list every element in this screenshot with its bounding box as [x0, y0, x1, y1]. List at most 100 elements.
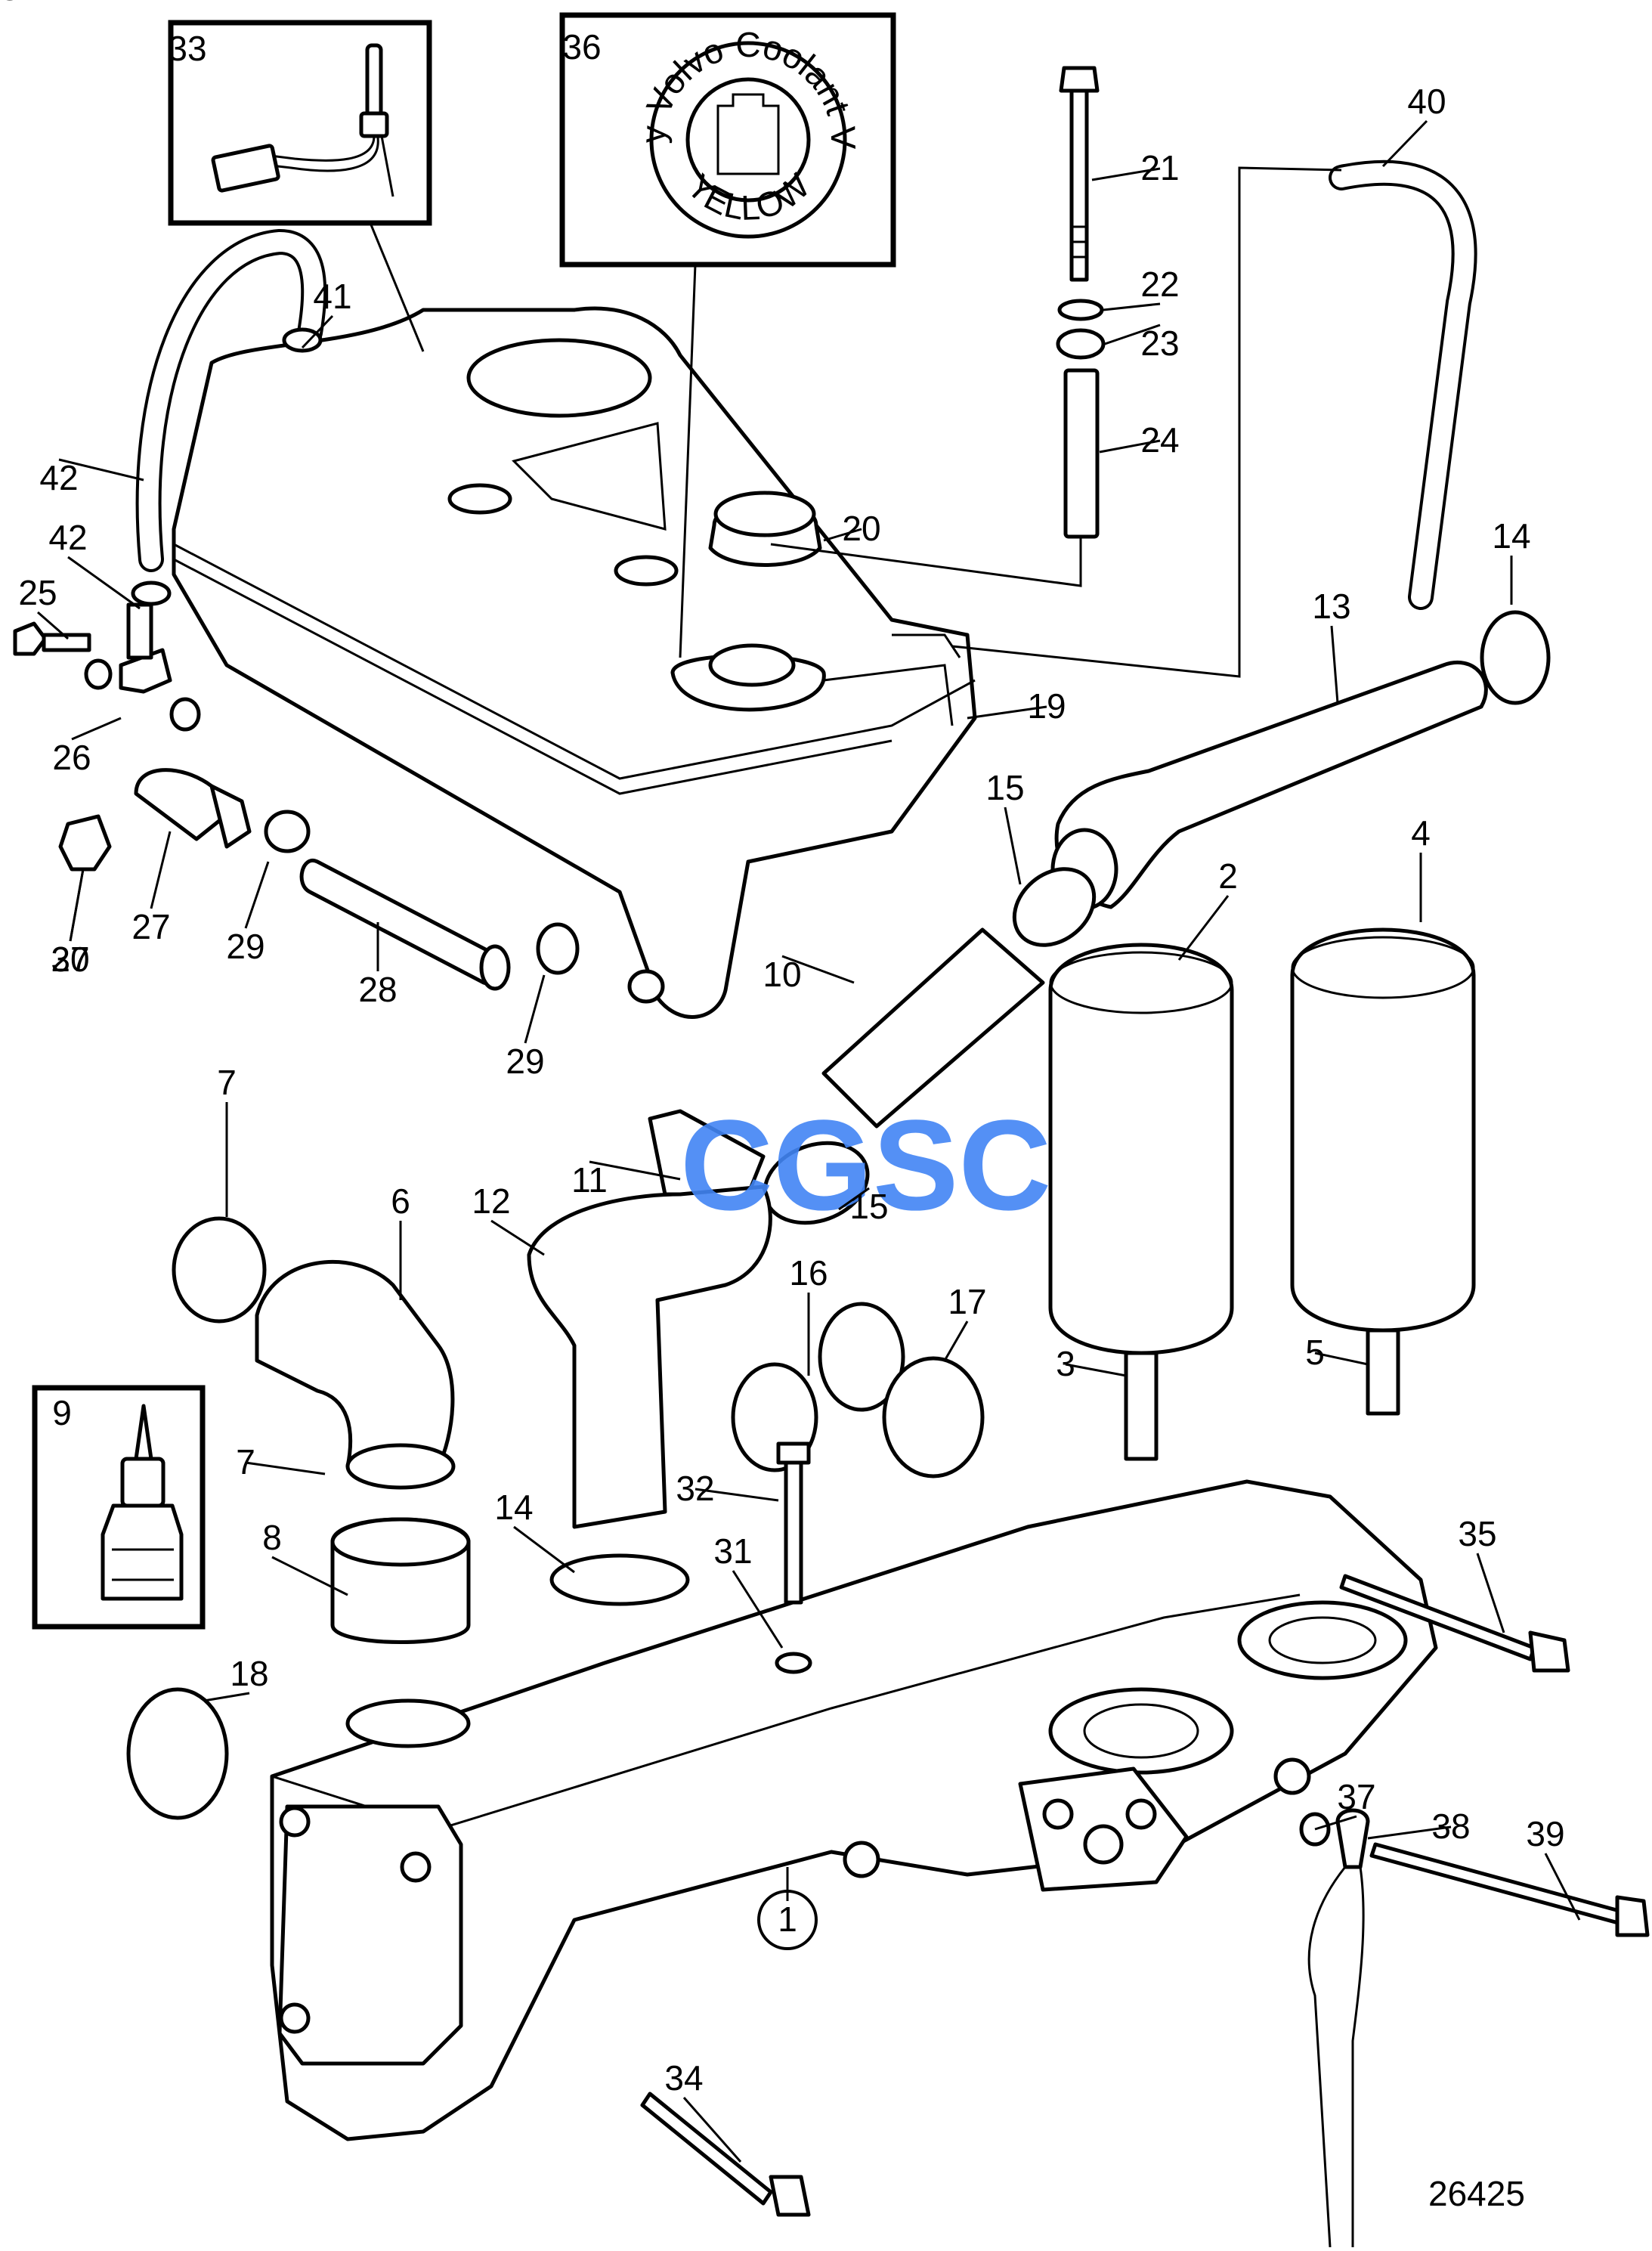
part-label-5: 5: [1305, 1333, 1325, 1372]
leader-line-32: [695, 1488, 779, 1502]
part-1-circle: [757, 1890, 818, 1950]
part-label-33: 33: [168, 29, 206, 68]
leader-line-27: [150, 831, 172, 909]
part-label-42: 42: [48, 518, 87, 557]
part-label-13: 13: [1312, 587, 1350, 626]
part-label-29: 29: [506, 1042, 544, 1081]
leader-line-42: [58, 458, 144, 481]
part-label-22: 22: [1140, 265, 1179, 304]
part-label-42: 42: [39, 458, 78, 497]
part-label-20: 20: [842, 509, 880, 548]
part-label-2: 2: [1218, 856, 1238, 896]
part-label-14: 14: [494, 1488, 533, 1527]
watermark-text: CGSC: [680, 1094, 1051, 1237]
leader-line-39: [1544, 1853, 1581, 1921]
part-label-21: 21: [1140, 148, 1179, 187]
leader-line-3: [1065, 1363, 1127, 1377]
part-label-41: 41: [313, 277, 351, 316]
part-label-28: 28: [358, 970, 397, 1009]
detail-leader-0: [369, 222, 425, 352]
part-label-43: 43: [0, 0, 20, 8]
hose-6: [172, 1216, 471, 1644]
leader-line-31: [732, 1570, 784, 1649]
leader-line-41: [301, 314, 334, 349]
part-label-35: 35: [1458, 1514, 1496, 1553]
leader-line-35: [1476, 1553, 1505, 1633]
leader-line-15: [1004, 807, 1022, 885]
leader-line-17: [943, 1321, 969, 1361]
part-label-8: 8: [262, 1518, 282, 1557]
part-label-27: 27: [131, 907, 170, 946]
part-label-3: 3: [1056, 1344, 1075, 1383]
filler-cap: [708, 491, 822, 567]
part-label-23: 23: [1140, 324, 1179, 363]
leader-line-24: [1099, 439, 1161, 454]
part-label-19: 19: [1027, 686, 1066, 726]
leader-line-20: [823, 528, 862, 542]
part-label-1: 1: [778, 1900, 797, 1939]
leader-line-8: [271, 1556, 348, 1596]
part-label-27: 27: [51, 940, 89, 979]
leader-line-13: [1330, 625, 1339, 704]
leader-line-5: [1314, 1352, 1369, 1366]
part-label-25: 25: [18, 573, 57, 612]
leader-line-11: [589, 1160, 681, 1181]
hose-28: [299, 858, 665, 1004]
part-label-16: 16: [789, 1253, 828, 1293]
leader-line-18: [203, 1692, 250, 1702]
connector-10: [648, 867, 1097, 1225]
part-label-15: 15: [985, 768, 1024, 807]
part-label-12: 12: [472, 1181, 510, 1221]
leader-line-7: [245, 1461, 326, 1475]
detail-box-9: [32, 1385, 206, 1630]
part-label-39: 39: [1526, 1814, 1564, 1853]
part-label-11: 11: [571, 1160, 608, 1200]
part-label-38: 38: [1431, 1807, 1470, 1846]
leader-line-23: [1104, 324, 1161, 345]
fittings-left: [13, 602, 311, 872]
part-label-7: 7: [217, 1063, 237, 1102]
part-label-32: 32: [676, 1469, 714, 1508]
detail-box-34: [168, 20, 432, 226]
expansion-tank: [172, 306, 977, 1019]
leader-line-42: [67, 556, 141, 610]
bolt-stack: [770, 66, 1106, 587]
leader-line-15: [838, 1187, 870, 1211]
part-label-15: 15: [849, 1187, 888, 1226]
part-label-30: 30: [51, 940, 89, 979]
hose-43: [131, 228, 327, 606]
part-label-14: 14: [1492, 516, 1530, 556]
part-label-37: 37: [1337, 1777, 1375, 1816]
leader-line-29: [524, 974, 546, 1044]
part-label-6: 6: [391, 1181, 410, 1221]
leader-line-14: [513, 1525, 575, 1574]
leader-line-19: [967, 705, 1047, 720]
drawing-number: 26425: [1428, 2174, 1525, 2213]
part-label-9: 9: [52, 1393, 72, 1432]
leader-line-25: [37, 611, 69, 640]
bolts-bottom: [640, 1441, 1650, 2248]
detail-box-37: [559, 12, 896, 268]
leader-line-34: [682, 2097, 742, 2163]
part-label-29: 29: [226, 927, 265, 966]
part-label-26: 26: [52, 738, 91, 777]
leader-line-22: [1103, 302, 1161, 311]
main-housing: [270, 1479, 1438, 2141]
hose-13: [1050, 610, 1551, 911]
leader-lines: [37, 119, 1581, 2163]
leader-line-40: [1381, 119, 1428, 168]
watermark: CGSC: [680, 1094, 1051, 1237]
leader-line-10: [781, 955, 855, 984]
o-rings: [126, 1302, 985, 1820]
part-label-36: 36: [562, 27, 601, 67]
detail-leader-1: [679, 264, 697, 658]
part-label-10: 10: [763, 955, 801, 994]
leader-line-21: [1091, 167, 1161, 181]
leader-line-37: [1314, 1815, 1357, 1831]
part-label-7: 7: [236, 1442, 255, 1482]
hose-12: [527, 1184, 772, 1606]
filters: [1048, 927, 1476, 1461]
part-label-31: 31: [713, 1531, 752, 1571]
